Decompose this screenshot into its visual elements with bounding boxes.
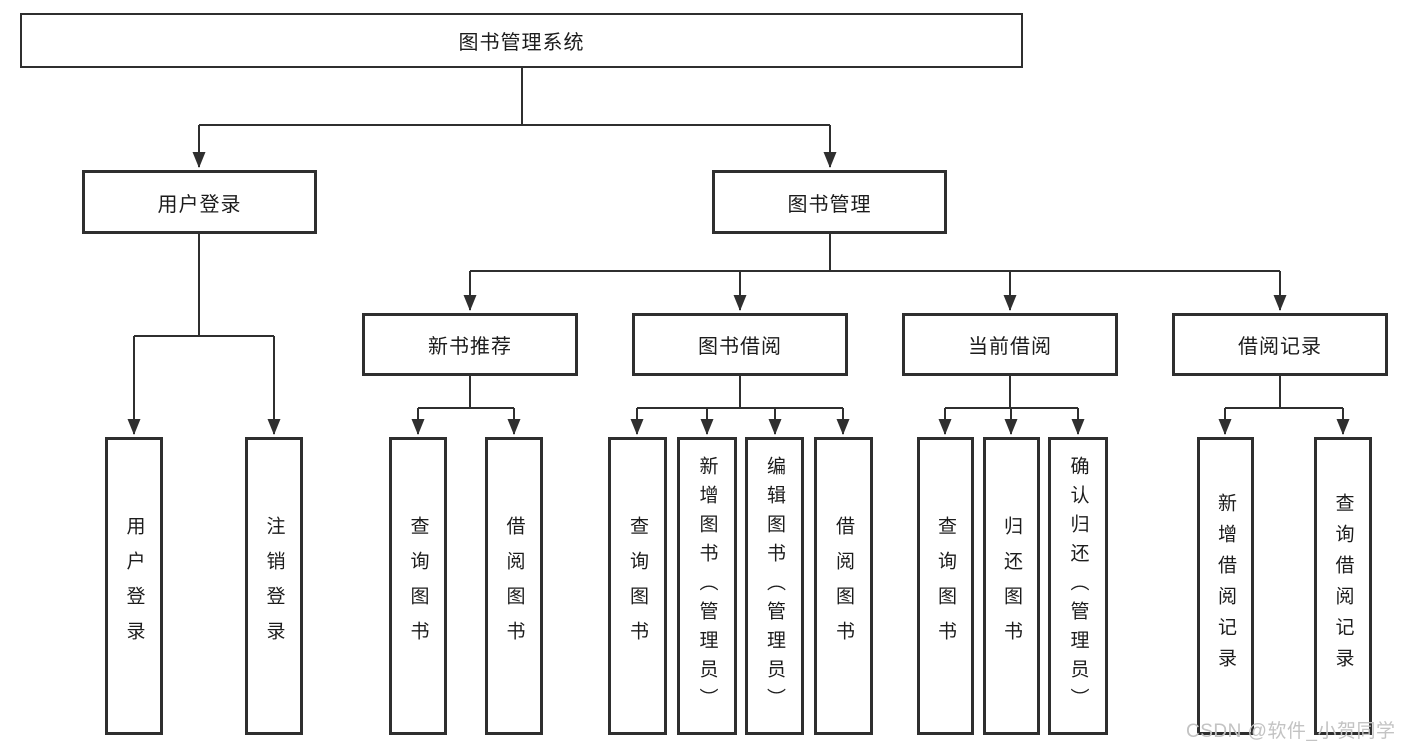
- leaf-nbr-query-books-label: 查询图书: [407, 516, 429, 656]
- leaf-bb-query-books: 查询图书: [608, 437, 667, 735]
- node-current-borrowing-label: 当前借阅: [968, 336, 1052, 358]
- node-user-login-label: 用户登录: [157, 193, 242, 216]
- leaf-cb-confirm-return-admin: 确认归还（管理员）: [1048, 437, 1108, 735]
- leaf-bb-borrow-books: 借阅图书: [814, 437, 873, 735]
- node-new-book-recommend-label: 新书推荐: [428, 336, 512, 358]
- leaf-cb-query-books-label: 查询图书: [935, 516, 956, 656]
- node-book-borrowing: 图书借阅: [632, 313, 848, 376]
- leaf-bb-add-books-admin: 新增图书（管理员）: [677, 437, 737, 735]
- node-book-borrowing-label: 图书借阅: [698, 336, 782, 358]
- leaf-bb-query-books-label: 查询图书: [627, 516, 648, 656]
- node-current-borrowing: 当前借阅: [902, 313, 1118, 376]
- leaf-cb-return-books-label: 归还图书: [1001, 516, 1022, 656]
- leaf-cb-query-books: 查询图书: [917, 437, 974, 735]
- leaf-nbr-borrow-books-label: 借阅图书: [503, 516, 525, 656]
- leaf-cb-confirm-return-admin-label: 确认归还（管理员）: [1067, 455, 1089, 717]
- node-root: 图书管理系统: [20, 13, 1023, 68]
- leaf-br-query-record: 查询借阅记录: [1314, 437, 1372, 735]
- node-user-login: 用户登录: [82, 170, 317, 234]
- leaf-nbr-borrow-books: 借阅图书: [485, 437, 543, 735]
- csdn-watermark: CSDN @软件_小贺同学: [1186, 721, 1396, 742]
- node-book-management: 图书管理: [712, 170, 947, 234]
- leaf-bb-edit-books-admin-label: 编辑图书（管理员）: [764, 455, 785, 717]
- node-new-book-recommend: 新书推荐: [362, 313, 578, 376]
- leaf-bb-borrow-books-label: 借阅图书: [833, 516, 854, 656]
- node-borrowing-records-label: 借阅记录: [1238, 336, 1322, 358]
- node-book-management-label: 图书管理: [787, 193, 872, 216]
- leaf-br-add-record: 新增借阅记录: [1197, 437, 1254, 735]
- leaf-bb-add-books-admin-label: 新增图书（管理员）: [696, 455, 718, 717]
- leaf-cb-return-books: 归还图书: [983, 437, 1040, 735]
- leaf-bb-edit-books-admin: 编辑图书（管理员）: [745, 437, 804, 735]
- leaf-logout: 注销登录: [245, 437, 303, 735]
- leaf-nbr-query-books: 查询图书: [389, 437, 447, 735]
- leaf-br-add-record-label: 新增借阅记录: [1215, 493, 1236, 679]
- leaf-user-login: 用户登录: [105, 437, 163, 735]
- leaf-user-login-label: 用户登录: [123, 516, 145, 656]
- leaf-br-query-record-label: 查询借阅记录: [1332, 493, 1354, 679]
- leaf-logout-label: 注销登录: [263, 516, 285, 656]
- node-root-label: 图书管理系统: [458, 32, 585, 54]
- node-borrowing-records: 借阅记录: [1172, 313, 1388, 376]
